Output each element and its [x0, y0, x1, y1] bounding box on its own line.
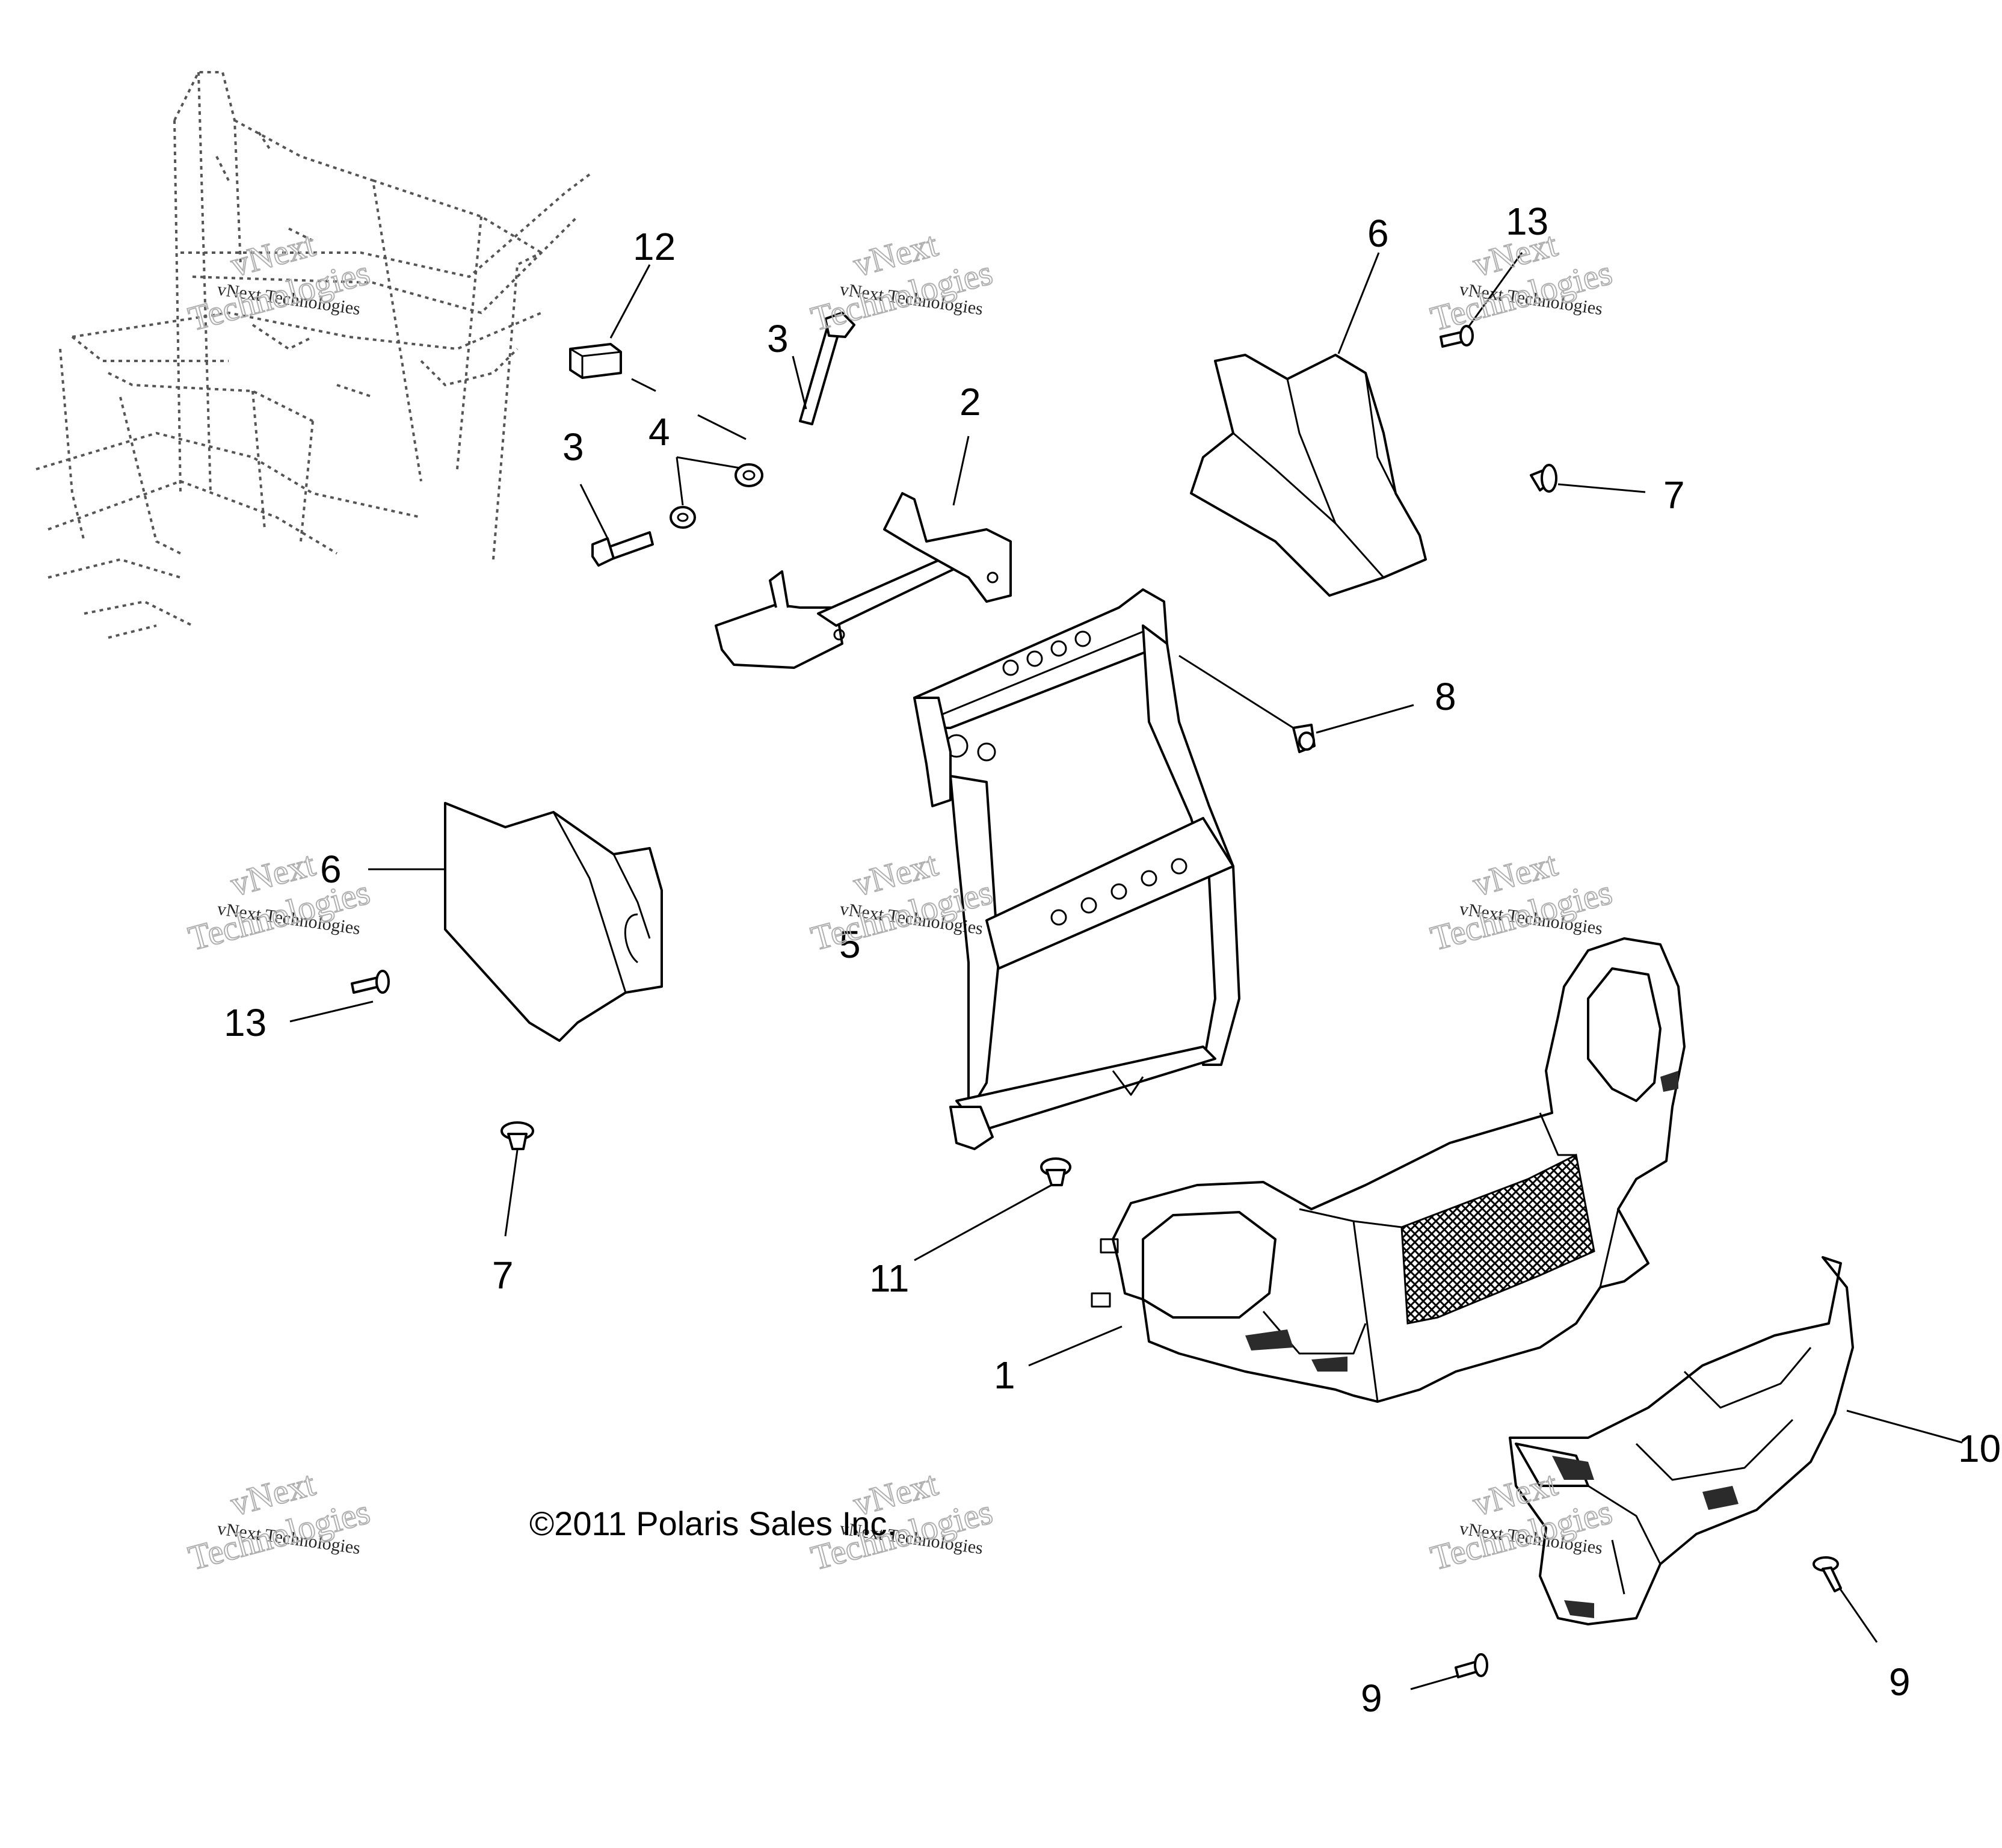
front-bumper-part-10: [1509, 1256, 1854, 1625]
bolt-part-8: [1292, 724, 1316, 753]
leader-13-upper: [1467, 252, 1523, 328]
callout-3-lower: 3: [562, 425, 584, 469]
watermark: vNext vNext Technologies Technologies: [184, 843, 375, 958]
push-rivet-part-11: [1040, 1157, 1071, 1186]
callout-13-upper: 13: [1506, 200, 1548, 243]
leader-12: [609, 264, 651, 339]
screw-part-9-right: [1813, 1556, 1842, 1592]
leader-13-lower: [289, 1000, 374, 1023]
callout-8: 8: [1435, 675, 1456, 718]
push-rivet-part-7-upper: [1530, 464, 1557, 493]
push-rivet-part-7-lower: [500, 1121, 534, 1150]
assembly-line-12: [631, 378, 747, 440]
leader-6-upper: [1337, 252, 1380, 354]
side-panel-part-6-lower: [444, 802, 663, 1042]
callout-9-left: 9: [1361, 1677, 1382, 1720]
leader-10: [1846, 1409, 1963, 1444]
leader-1: [1028, 1325, 1123, 1367]
rubber-pad-part-12: [569, 343, 622, 379]
callout-4: 4: [648, 410, 670, 454]
nut-part-4: [670, 463, 763, 529]
leader-3-upper: [792, 356, 807, 410]
copyright-notice: ©2011 Polaris Sales Inc.: [529, 1505, 896, 1542]
callout-12: 12: [633, 225, 676, 268]
callout-13-lower: 13: [224, 1001, 266, 1044]
leader-11: [914, 1184, 1052, 1261]
leader-8: [1178, 654, 1414, 734]
watermark: vNext vNext Technologies Technologies: [184, 1463, 375, 1578]
leader-4: [676, 456, 741, 506]
side-panel-part-6-upper: [1190, 354, 1427, 597]
callout-6-upper: 6: [1367, 212, 1389, 255]
callout-7-upper: 7: [1663, 473, 1685, 517]
callout-5: 5: [839, 923, 861, 966]
bolt-part-3-upper: [799, 312, 855, 425]
callout-9-right: 9: [1889, 1660, 1911, 1704]
callout-7-lower: 7: [492, 1254, 514, 1297]
radiator-frame-part-5: [913, 588, 1240, 1150]
watermark: vNext vNext Technologies Technologies: [807, 224, 997, 339]
bracket-part-2: [715, 492, 1012, 669]
callout-labels: 12 3 3 4 2 6 13 7 8 6 5 13 7 11 1 10 9 9: [224, 200, 2001, 1720]
leader-9-right: [1838, 1588, 1878, 1643]
watermark: vNext vNext Technologies Technologies: [1426, 843, 1617, 958]
leader-7-lower: [504, 1150, 519, 1237]
leader-3-lower: [579, 484, 609, 539]
callout-2: 2: [959, 380, 981, 424]
callout-10: 10: [1958, 1427, 2001, 1470]
bolt-part-3-lower: [591, 531, 654, 567]
screw-part-13-upper: [1440, 325, 1474, 348]
vehicle-frame-ghost: [35, 71, 591, 639]
screw-part-9-left: [1455, 1653, 1488, 1678]
callout-3-upper: 3: [767, 317, 789, 360]
screw-part-13-lower: [351, 970, 390, 994]
callout-1: 1: [994, 1354, 1015, 1397]
callout-11: 11: [869, 1257, 909, 1300]
leader-2: [952, 436, 970, 506]
watermark: vNext vNext Technologies Technologies: [184, 224, 375, 339]
watermark: vNext vNext Technologies Technologies: [1426, 224, 1617, 339]
front-fascia-part-1: [1091, 937, 1686, 1403]
leader-7-upper: [1557, 483, 1646, 493]
leader-9-left: [1410, 1674, 1459, 1690]
callout-6-lower: 6: [320, 848, 342, 891]
